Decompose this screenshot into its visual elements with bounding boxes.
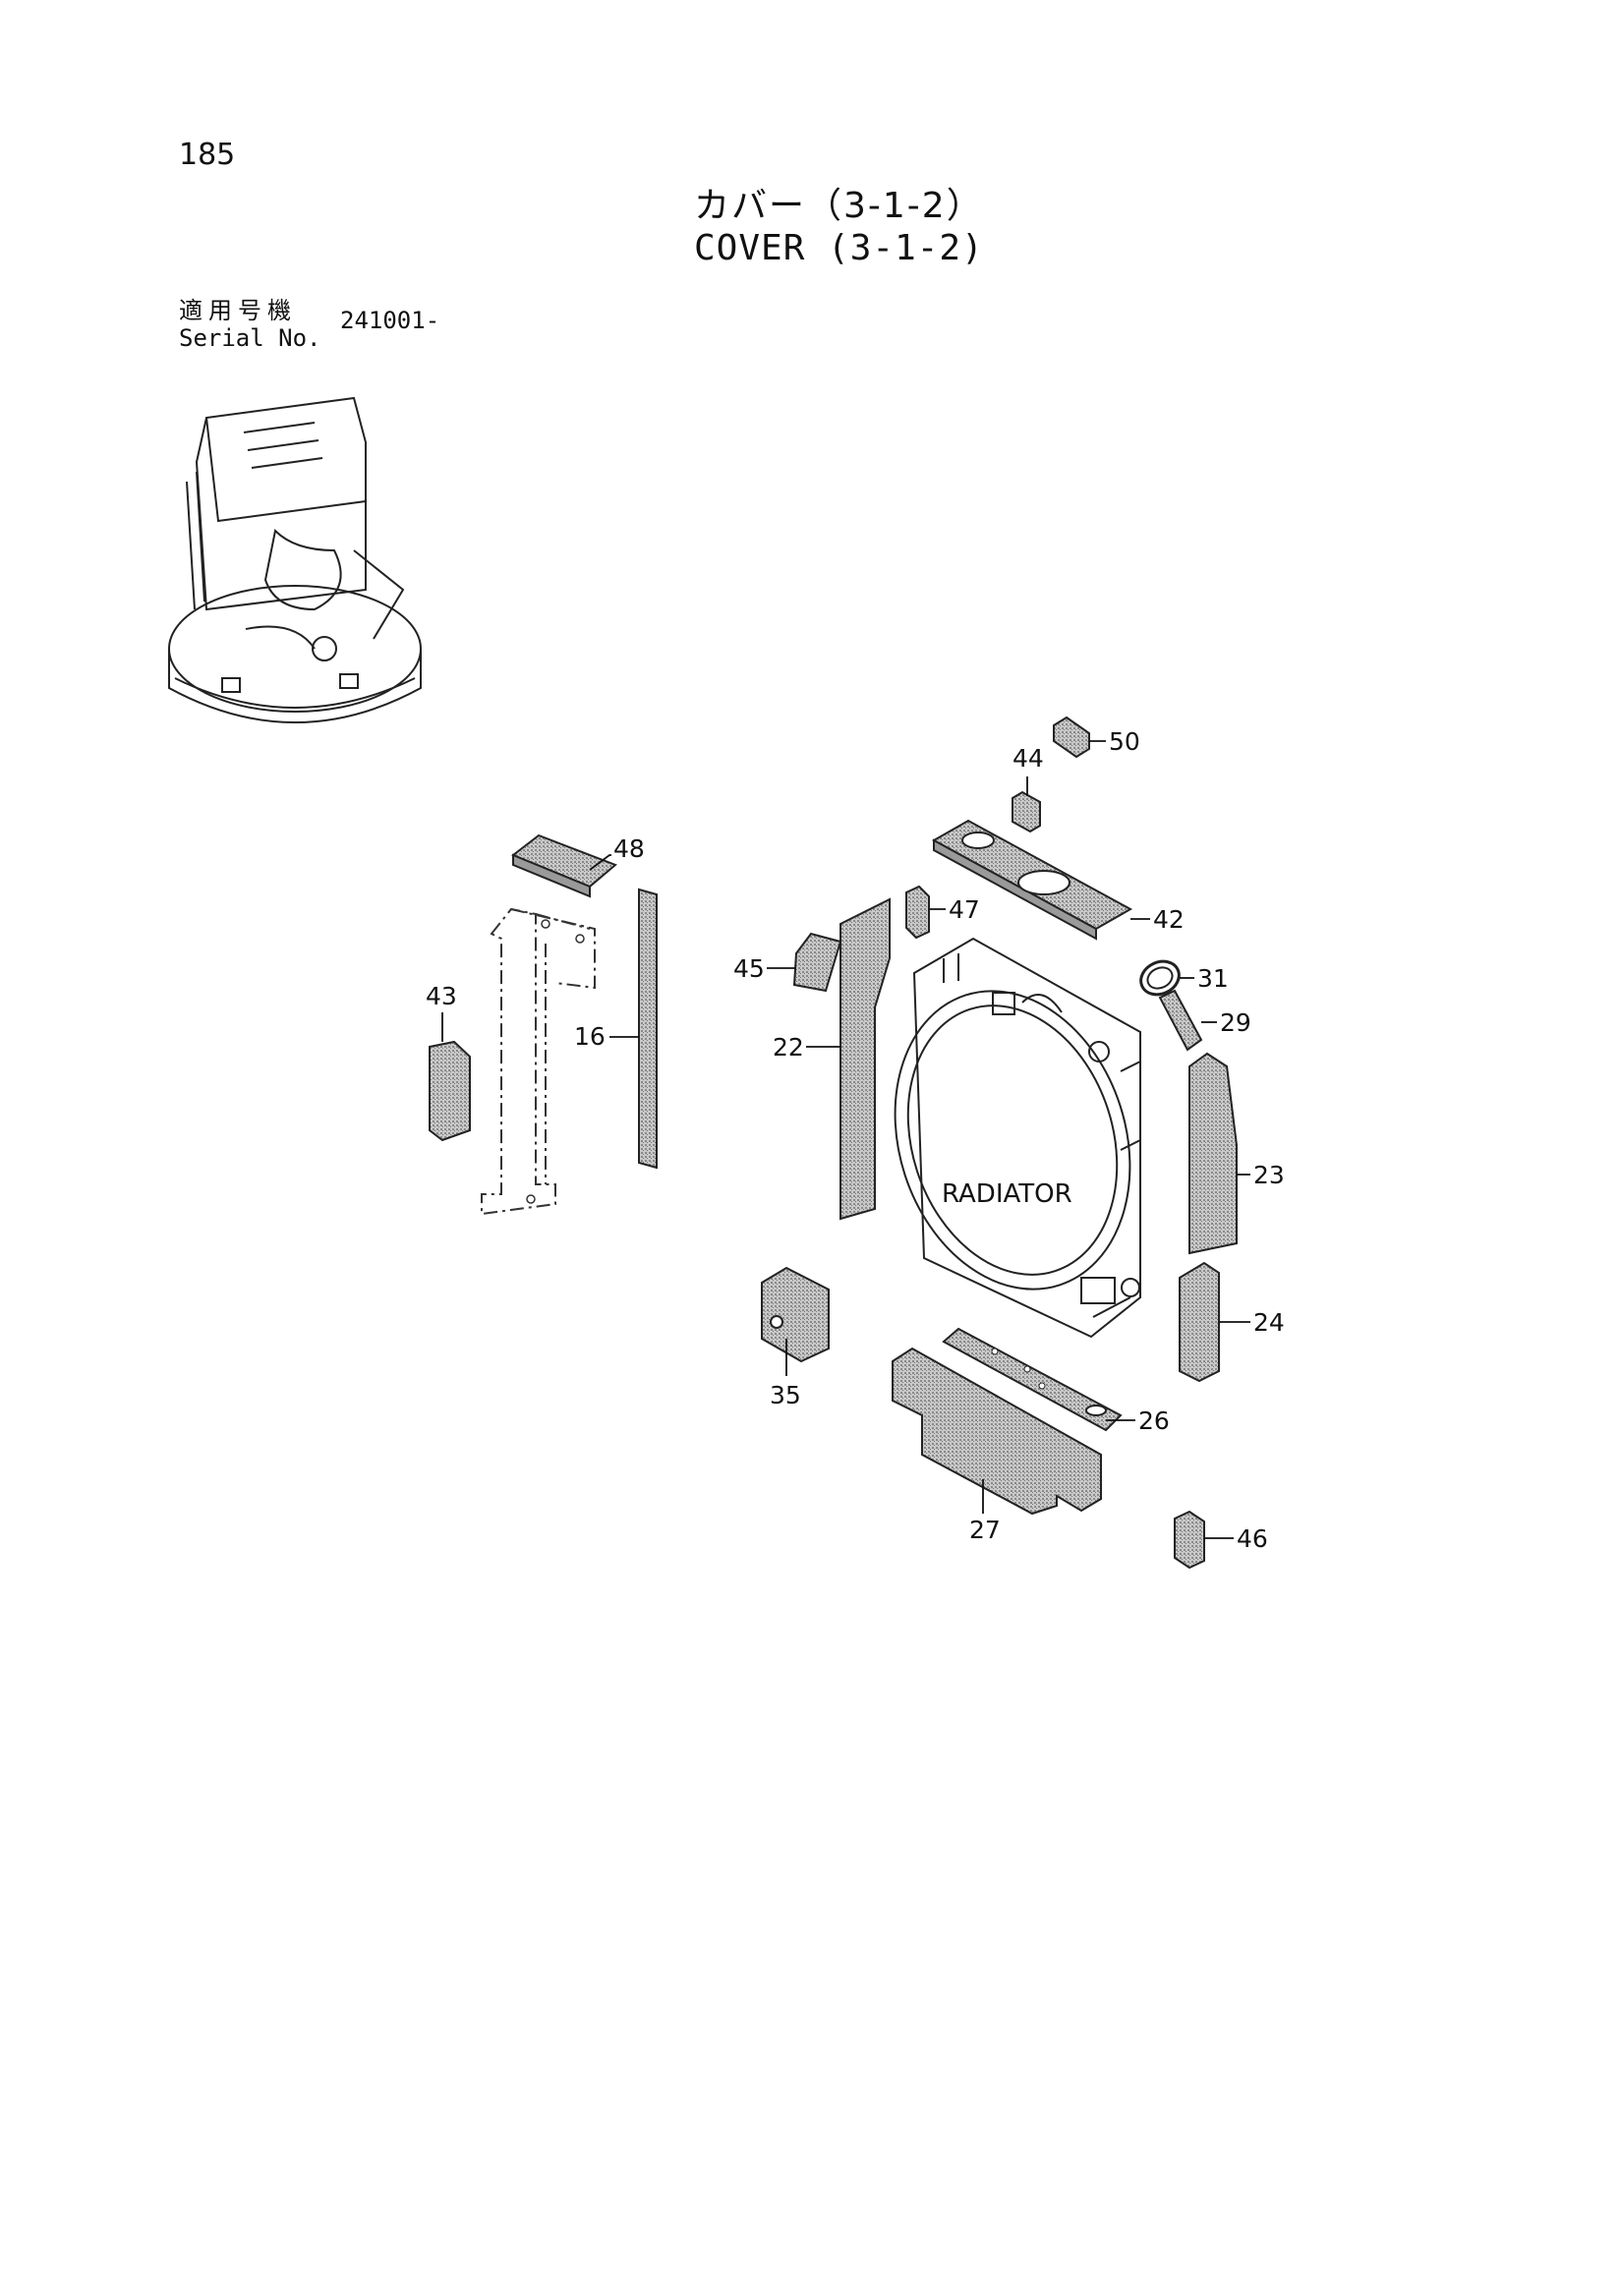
callout-47: 47: [949, 895, 980, 924]
part-44: [1012, 790, 1041, 833]
page-title-jp: カバー（3-1-2）: [694, 186, 984, 226]
frame-bracket: [481, 907, 596, 1216]
callout-22: 22: [773, 1033, 804, 1062]
radiator-outline: [894, 937, 1141, 1339]
radiator-label: RADIATOR: [942, 1179, 1072, 1209]
part-29: [1158, 989, 1203, 1052]
callout-48: 48: [613, 834, 645, 863]
leader-lines: [441, 740, 1250, 1539]
callout-27: 27: [969, 1516, 1001, 1544]
callout-46: 46: [1237, 1524, 1268, 1553]
part-50: [1053, 716, 1090, 759]
callout-50: 50: [1109, 727, 1140, 756]
part-23: [1188, 1052, 1238, 1255]
callout-29: 29: [1220, 1008, 1251, 1037]
part-43: [429, 1040, 471, 1142]
part-27: [892, 1347, 1102, 1516]
part-26: [942, 1327, 1123, 1432]
callout-26: 26: [1138, 1406, 1170, 1435]
callout-31: 31: [1197, 964, 1229, 993]
serial-label-jp: 適用号機: [179, 297, 297, 324]
part-47: [905, 885, 930, 940]
part-35: [761, 1266, 830, 1363]
part-46: [1174, 1510, 1205, 1570]
callout-35: 35: [770, 1381, 801, 1409]
callout-44: 44: [1012, 744, 1044, 773]
part-31: [1139, 959, 1181, 997]
part-16: [638, 888, 658, 1170]
callout-43: 43: [426, 982, 457, 1010]
part-24: [1179, 1261, 1220, 1383]
callout-24: 24: [1253, 1308, 1285, 1337]
machine-thumbnail: [168, 396, 422, 723]
page-title-en: COVER (3-1-2): [694, 228, 984, 268]
serial-value: 241001-: [340, 307, 440, 334]
part-45: [792, 932, 842, 993]
callout-23: 23: [1253, 1161, 1285, 1189]
part-22: [839, 897, 891, 1221]
callout-45: 45: [733, 954, 765, 983]
callout-16: 16: [574, 1022, 606, 1051]
page-number: 185: [179, 138, 236, 172]
serial-label-en: Serial No.: [179, 324, 321, 352]
callout-42: 42: [1153, 905, 1185, 934]
